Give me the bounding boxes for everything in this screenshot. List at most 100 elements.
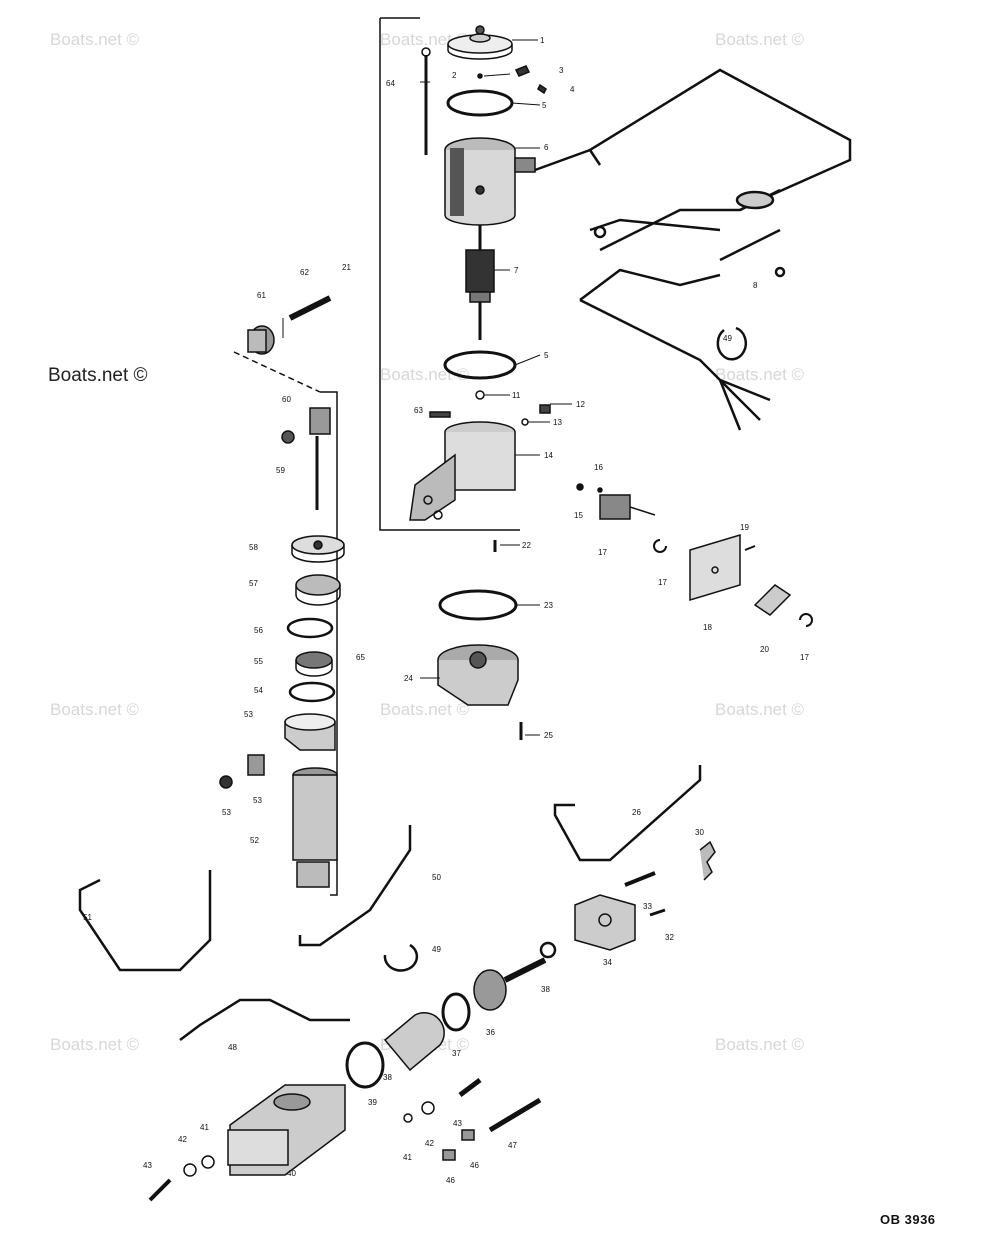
part-cylinder	[292, 767, 338, 888]
part-callout-48: 48	[228, 1043, 237, 1052]
part-callout-17: 17	[598, 548, 607, 557]
part-plate	[689, 533, 741, 602]
part-hydraulic-line	[179, 998, 350, 1041]
part-callout-20: 20	[760, 645, 769, 654]
part-callout-22: 22	[522, 541, 531, 550]
part-callout-53: 53	[244, 710, 253, 719]
watermark: Boats.net ©	[50, 30, 140, 49]
part-callout-41: 41	[200, 1123, 209, 1132]
part-callout-13: 13	[553, 418, 562, 427]
part-o-ring	[288, 681, 336, 703]
part-piston-disc	[291, 535, 345, 563]
part-callout-38: 38	[541, 985, 550, 994]
part-callout-5: 5	[544, 351, 549, 360]
part-cover-cap	[447, 25, 513, 60]
part-through-bolt	[421, 47, 431, 155]
part-callout-46: 46	[446, 1176, 455, 1185]
part-callout-5: 5	[542, 101, 547, 110]
watermark: Boats.net ©	[715, 700, 805, 719]
part-callout-2: 2	[452, 71, 457, 80]
part-wire-harness	[534, 68, 852, 431]
callout-labels: 1234567851112131415161717171819202122232…	[83, 36, 809, 1185]
part-callout-53: 53	[253, 796, 262, 805]
part-callout-6: 6	[544, 143, 549, 152]
watermark: Boats.net ©	[715, 1035, 805, 1054]
part-bolt	[148, 1178, 172, 1202]
part-callout-41: 41	[403, 1153, 412, 1162]
part-callout-34: 34	[603, 958, 612, 967]
watermark: Boats.net ©	[380, 30, 470, 49]
part-armature	[465, 225, 495, 340]
part-o-ring	[286, 617, 334, 639]
part-callout-53: 53	[222, 808, 231, 817]
part-callout-12: 12	[576, 400, 585, 409]
part-spring-clip	[753, 584, 792, 616]
watermark: Boats.net ©	[715, 365, 805, 384]
part-callout-1: 1	[540, 36, 545, 45]
part-callout-50: 50	[432, 873, 441, 882]
part-callout-15: 15	[574, 511, 583, 520]
part-callout-11: 11	[512, 391, 521, 400]
part-callout-49: 49	[432, 945, 441, 954]
part-bolt	[624, 871, 656, 887]
part-piston	[295, 574, 341, 606]
part-motor-housing	[444, 137, 536, 226]
part-callout-36: 36	[486, 1028, 495, 1037]
part-callout-51: 51	[83, 913, 92, 922]
part-callout-63: 63	[414, 406, 423, 415]
part-callout-23: 23	[544, 601, 553, 610]
part-callout-43: 43	[143, 1161, 152, 1170]
part-piston-rod	[473, 957, 547, 1011]
part-callout-60: 60	[282, 395, 291, 404]
watermark: Boats.net ©	[50, 1035, 140, 1054]
part-clamp	[219, 713, 336, 789]
part-callout-52: 52	[250, 836, 259, 845]
part-bushing	[247, 325, 275, 355]
part-cylinder-block	[227, 1084, 346, 1176]
part-callout-54: 54	[254, 686, 263, 695]
part-callout-8: 8	[753, 281, 758, 290]
part-callout-46: 46	[470, 1161, 479, 1170]
part-callout-39: 39	[368, 1098, 377, 1107]
part-callout-65: 65	[356, 653, 365, 662]
part-o-ring	[446, 89, 514, 117]
part-callout-17: 17	[658, 578, 667, 587]
part-sleeve	[383, 1012, 445, 1072]
part-hydraulic-line	[298, 825, 412, 947]
part-callout-24: 24	[404, 674, 413, 683]
group-bracket-65	[320, 391, 338, 896]
part-eye-rod	[281, 407, 331, 510]
part-callout-64: 64	[386, 79, 395, 88]
part-callout-57: 57	[249, 579, 258, 588]
diagram-code: OB 3936	[880, 1212, 936, 1227]
part-callout-62: 62	[300, 268, 309, 277]
part-end-cap	[409, 421, 516, 521]
part-callout-56: 56	[254, 626, 263, 635]
part-callout-37: 37	[452, 1049, 461, 1058]
part-callout-30: 30	[695, 828, 704, 837]
part-valve	[599, 494, 656, 520]
part-callout-42: 42	[425, 1139, 434, 1148]
part-o-ring	[345, 1041, 385, 1089]
part-pump-body	[437, 644, 519, 706]
part-callout-25: 25	[544, 731, 553, 740]
part-hydraulic-line	[553, 765, 702, 862]
part-callout-26: 26	[632, 808, 641, 817]
part-o-ring	[438, 589, 518, 621]
watermark: Boats.net ©	[50, 700, 140, 719]
part-callout-43: 43	[453, 1119, 462, 1128]
part-snap-ring	[716, 326, 748, 361]
part-o-ring	[441, 992, 471, 1032]
part-callout-40: 40	[287, 1169, 296, 1178]
part-callout-14: 14	[544, 451, 553, 460]
part-callout-7: 7	[514, 266, 519, 275]
part-callout-19: 19	[740, 523, 749, 532]
group-bracket-21	[379, 18, 520, 531]
part-hydraulic-line	[78, 870, 212, 972]
part-bolt	[288, 295, 332, 321]
part-callout-17: 17	[800, 653, 809, 662]
part-fitting	[699, 840, 716, 881]
part-callout-32: 32	[665, 933, 674, 942]
